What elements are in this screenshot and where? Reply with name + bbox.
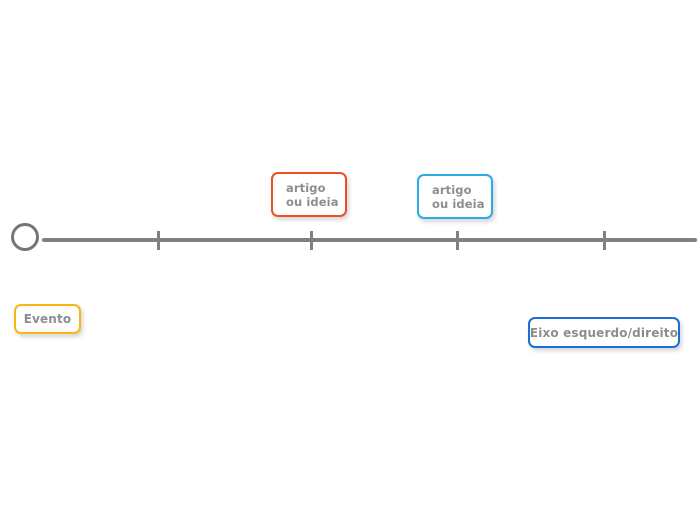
timeline-start-circle-icon[interactable] [11, 223, 39, 251]
timeline-tick-2 [310, 231, 313, 250]
callout-article-orange[interactable]: artigo ou ideia [271, 172, 347, 217]
timeline-axis-line [42, 238, 697, 242]
timeline-tick-4 [603, 231, 606, 250]
callout-evento-label: Evento [23, 312, 72, 326]
timeline-tick-1 [157, 231, 160, 250]
callout-eixo[interactable]: Eixo esquerdo/direito [528, 317, 680, 348]
timeline-tick-3 [456, 231, 459, 250]
callout-eixo-label: Eixo esquerdo/direito [529, 325, 679, 340]
callout-article-blue-label: artigo ou ideia [432, 182, 485, 211]
callout-evento[interactable]: Evento [14, 304, 81, 334]
callout-article-orange-label: artigo ou ideia [286, 180, 339, 209]
callout-article-blue[interactable]: artigo ou ideia [417, 174, 493, 219]
